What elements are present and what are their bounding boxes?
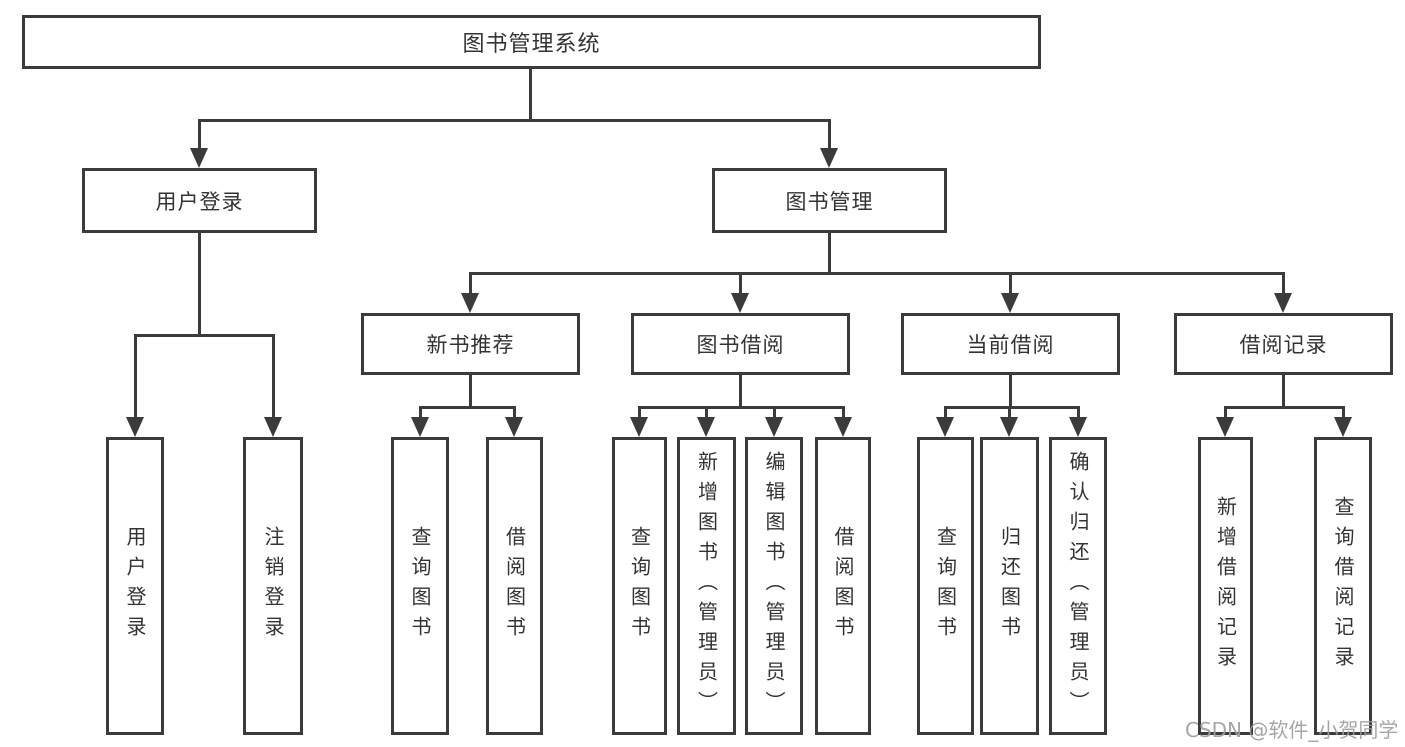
arrowhead-down-icon: [264, 417, 282, 437]
arrowhead-down-icon: [697, 417, 715, 437]
arrowhead-down-icon: [1334, 417, 1352, 437]
node-borrow-records: 借阅记录: [1174, 313, 1393, 375]
connector-line: [1224, 406, 1227, 419]
csdn-watermark: CSDN @软件_小贺同学: [1185, 718, 1399, 742]
leaf-confirm-return-admin: 确认归还（管理员）: [1049, 437, 1107, 735]
connector-line: [1077, 406, 1080, 419]
node-label: 新书推荐: [426, 333, 515, 357]
node-label: 注销登录: [261, 526, 285, 646]
leaf-edit-book-admin: 编辑图书（管理员）: [745, 437, 803, 735]
leaf-query-books-3: 查询图书: [917, 437, 974, 735]
connector-line: [1342, 406, 1345, 419]
leaf-add-book-admin: 新增图书（管理员）: [677, 437, 736, 735]
connector-line: [272, 334, 275, 419]
node-user-login-branch: 用户登录: [82, 168, 317, 233]
connector-line: [529, 67, 532, 121]
leaf-logout: 注销登录: [243, 437, 303, 735]
connector-line: [198, 233, 201, 337]
arrowhead-down-icon: [1000, 417, 1018, 437]
connector-line: [1282, 272, 1285, 295]
arrowhead-down-icon: [1001, 293, 1019, 313]
connector-line: [773, 406, 776, 419]
node-book-borrow: 图书借阅: [631, 313, 850, 375]
node-label: 确认归还（管理员）: [1066, 451, 1090, 721]
connector-line: [1008, 406, 1011, 419]
connector-line: [513, 406, 516, 419]
connector-line: [469, 272, 1285, 275]
arrowhead-down-icon: [1216, 417, 1234, 437]
connector-line: [828, 233, 831, 275]
arrowhead-down-icon: [461, 293, 479, 313]
arrowhead-down-icon: [1274, 293, 1292, 313]
node-book-management-branch: 图书管理: [712, 168, 947, 233]
node-current-borrow: 当前借阅: [901, 313, 1120, 375]
connector-line: [1282, 375, 1285, 409]
node-label: 用户登录: [123, 526, 147, 646]
connector-line: [944, 406, 947, 419]
node-label: 查询借阅记录: [1331, 496, 1355, 676]
connector-line: [469, 375, 472, 409]
connector-line: [134, 334, 275, 337]
arrowhead-down-icon: [126, 417, 144, 437]
connector-line: [739, 272, 742, 295]
node-label: 图书借阅: [696, 333, 785, 357]
connector-line: [944, 406, 1079, 409]
connector-line: [1009, 375, 1012, 409]
leaf-query-borrow-record: 查询借阅记录: [1314, 437, 1372, 735]
node-label: 查询图书: [933, 526, 958, 646]
connector-line: [419, 406, 516, 409]
arrowhead-down-icon: [936, 417, 954, 437]
connector-line: [198, 119, 830, 122]
connector-line: [469, 272, 472, 295]
arrowhead-down-icon: [834, 417, 852, 437]
node-label: 图书管理系统: [462, 32, 601, 57]
leaf-add-borrow-record: 新增借阅记录: [1198, 437, 1253, 735]
connector-line: [198, 119, 201, 150]
arrowhead-down-icon: [820, 148, 838, 168]
arrowhead-down-icon: [505, 417, 523, 437]
arrowhead-down-icon: [731, 293, 749, 313]
node-label: 查询图书: [408, 526, 432, 646]
node-label: 借阅图书: [502, 526, 527, 646]
arrowhead-down-icon: [411, 417, 429, 437]
leaf-query-books-2: 查询图书: [612, 437, 667, 735]
connector-line: [1009, 272, 1012, 295]
leaf-query-books-1: 查询图书: [391, 437, 449, 735]
connector-line: [134, 334, 137, 419]
leaf-borrow-books-2: 借阅图书: [815, 437, 871, 735]
node-label: 编辑图书（管理员）: [762, 451, 786, 721]
node-label: 图书管理: [785, 189, 874, 214]
connector-line: [842, 406, 845, 419]
connector-line: [419, 406, 422, 419]
node-label: 用户登录: [155, 189, 244, 214]
arrowhead-down-icon: [190, 148, 208, 168]
connector-line: [828, 119, 831, 150]
connector-line: [739, 375, 742, 409]
node-label: 借阅图书: [831, 526, 855, 646]
connector-line: [1224, 406, 1344, 409]
node-label: 新增图书（管理员）: [694, 451, 719, 721]
node-label: 新增借阅记录: [1213, 496, 1238, 676]
leaf-user-login: 用户登录: [106, 437, 164, 735]
node-library-system: 图书管理系统: [22, 15, 1041, 69]
node-label: 借阅记录: [1239, 333, 1328, 357]
leaf-return-book: 归还图书: [980, 437, 1039, 735]
connector-line: [705, 406, 708, 419]
arrowhead-down-icon: [1069, 417, 1087, 437]
leaf-borrow-books-1: 借阅图书: [486, 437, 543, 735]
arrowhead-down-icon: [630, 417, 648, 437]
connector-line: [638, 406, 641, 419]
node-label: 归还图书: [997, 526, 1022, 646]
node-new-book-recommend: 新书推荐: [361, 313, 580, 375]
connector-line: [638, 406, 844, 409]
arrowhead-down-icon: [765, 417, 783, 437]
node-label: 查询图书: [627, 526, 652, 646]
node-label: 当前借阅: [966, 333, 1055, 357]
